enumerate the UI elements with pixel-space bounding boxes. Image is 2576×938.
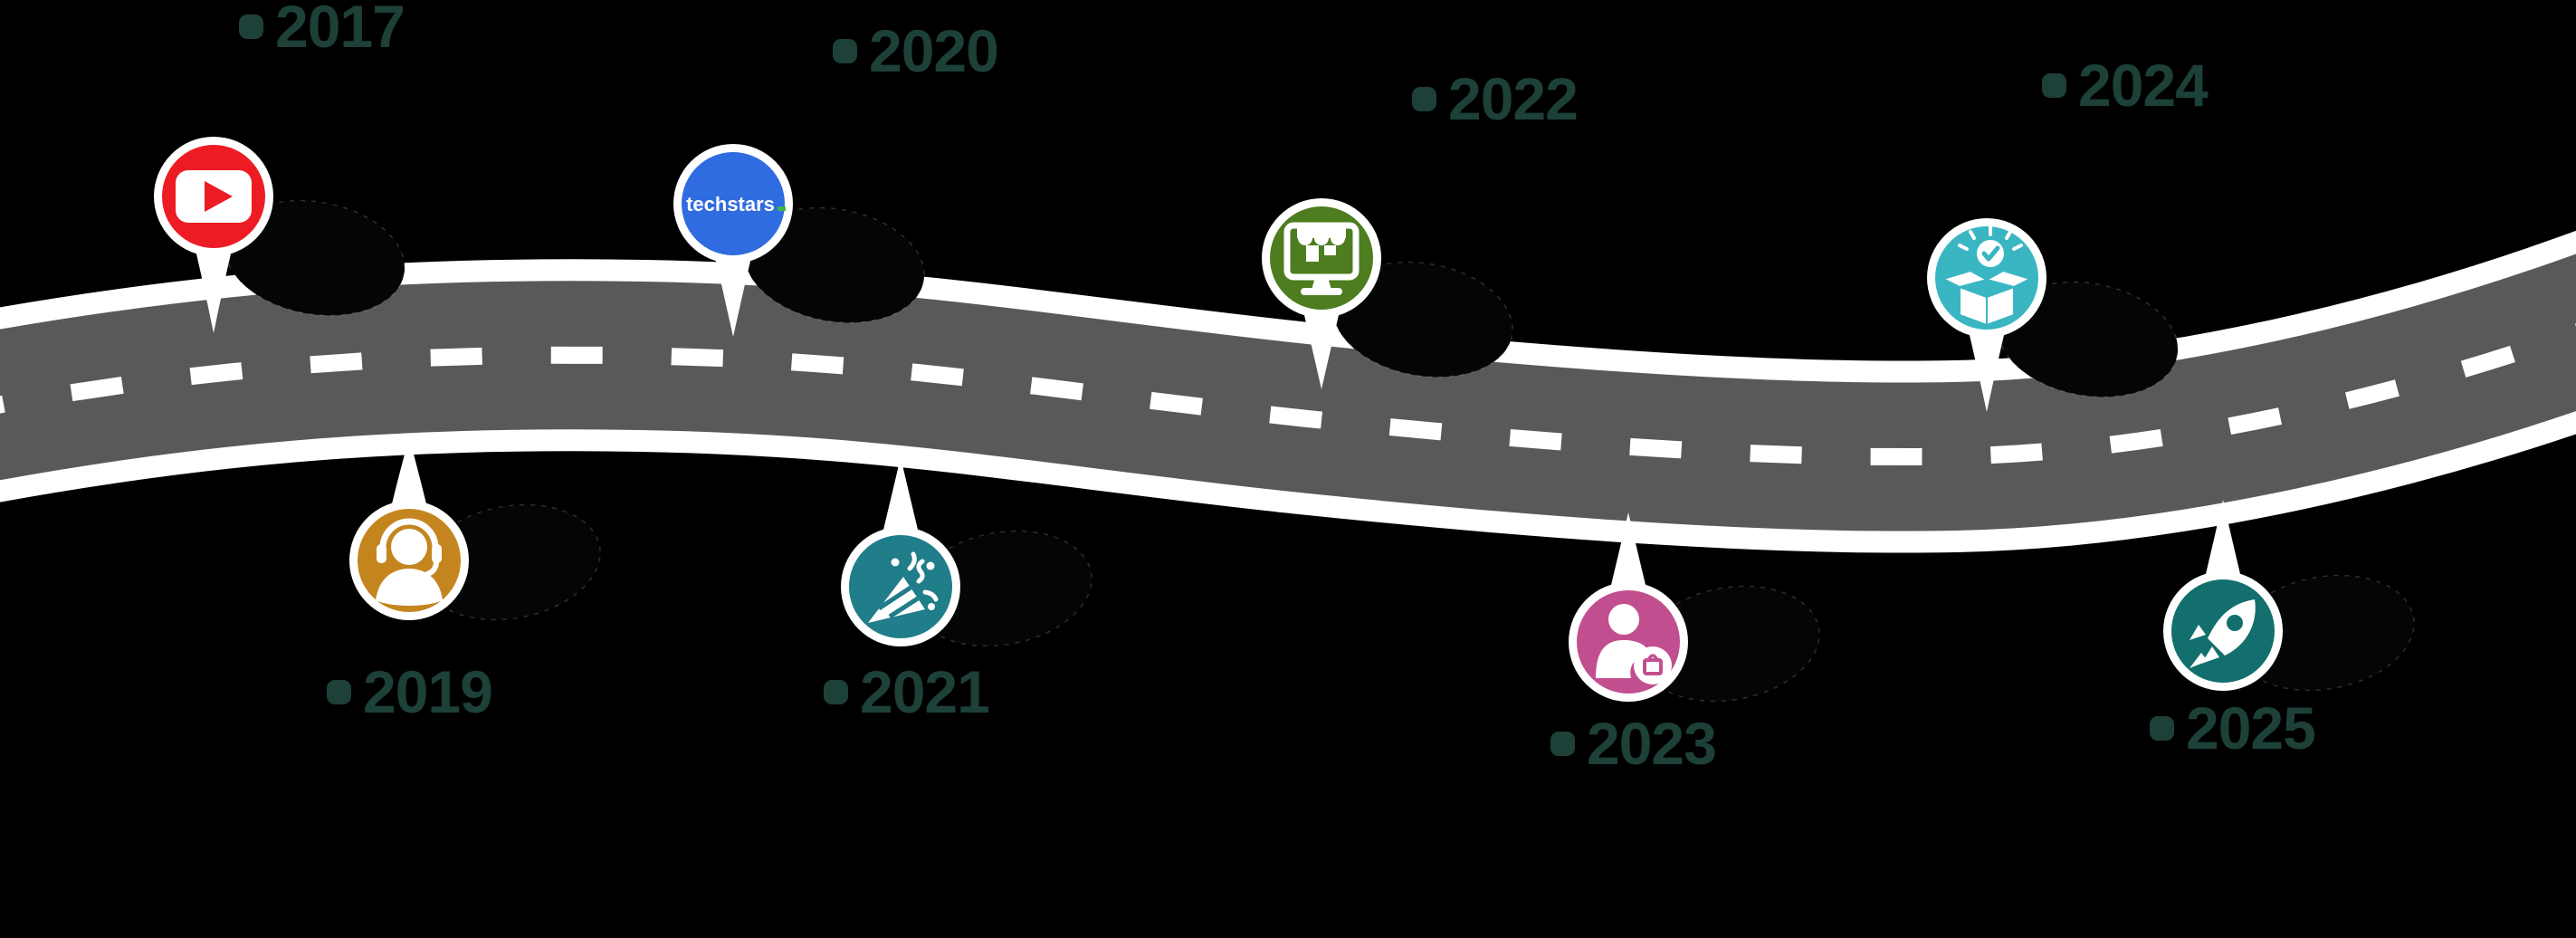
year-label-2020: 2020 [833,17,999,84]
year-bullet [2042,72,2066,98]
pin-shadow-swirl [1639,585,1820,703]
year-text: 2022 [1448,65,1579,132]
year-bullet [2150,715,2174,741]
pin-pointer [711,238,756,337]
year-text: 2024 [2078,52,2209,119]
year-bullet [824,679,848,704]
pin-pointer [1964,312,2009,412]
product-launch-box-icon [1941,225,2033,327]
year-label-2017: 2017 [239,0,405,56]
pin-pointer [191,231,236,333]
milestone-pin-2022 [1186,104,1457,412]
milestone-pin-2025 [2087,477,2359,785]
year-text: 2023 [1587,710,1717,777]
pin-disc [1270,206,1373,310]
year-label-2025: 2025 [2150,694,2316,761]
pin-shadow-swirl [420,503,601,621]
milestone-pin-2020: techstars [597,50,869,358]
techstars-icon: techstars [686,193,786,215]
year-bullet [327,679,351,704]
year-text: 2021 [860,658,990,725]
milestone-pin-2021 [765,433,1036,741]
pin-shadow-swirl [2234,574,2415,692]
year-bullet [239,14,263,39]
year-text: 2020 [869,17,999,84]
pin-disc [682,152,785,255]
road [0,230,2576,553]
headset-support-icon [376,518,443,606]
pin-shadow-swirls [224,199,2415,703]
milestone-pin-2023 [1493,488,1764,796]
youtube-icon [176,170,252,223]
year-label-2019: 2019 [327,658,493,725]
customer-shopping-icon [1596,604,1672,684]
year-bullet [1550,731,1575,756]
year-text: 2017 [275,0,405,60]
year-label-2023: 2023 [1550,710,1717,777]
online-store-icon [1283,222,1360,295]
year-bullet [1412,86,1436,111]
pin-shadow-swirl [1998,281,2179,398]
milestone-pin-2017 [78,43,349,350]
year-label-2021: 2021 [824,658,990,725]
year-label-2024: 2024 [2042,52,2209,119]
milestone-pin-2019 [273,407,545,714]
svg-text:techstars: techstars [686,193,775,215]
year-text: 2019 [363,658,493,725]
year-label-2022: 2022 [1412,65,1579,132]
pin-shadow-swirl [911,530,1092,647]
pin-shadow-swirl [1332,261,1513,378]
pin-shadow-swirl [744,206,925,324]
rocket-icon [2190,599,2256,668]
pin-shadow-swirl [224,199,405,317]
road-center-dashed-line [0,323,2576,466]
party-popper-icon [868,551,939,623]
year-bullet [833,38,857,63]
year-text: 2025 [2186,694,2316,761]
milestone-pin-2024 [1851,124,2123,432]
